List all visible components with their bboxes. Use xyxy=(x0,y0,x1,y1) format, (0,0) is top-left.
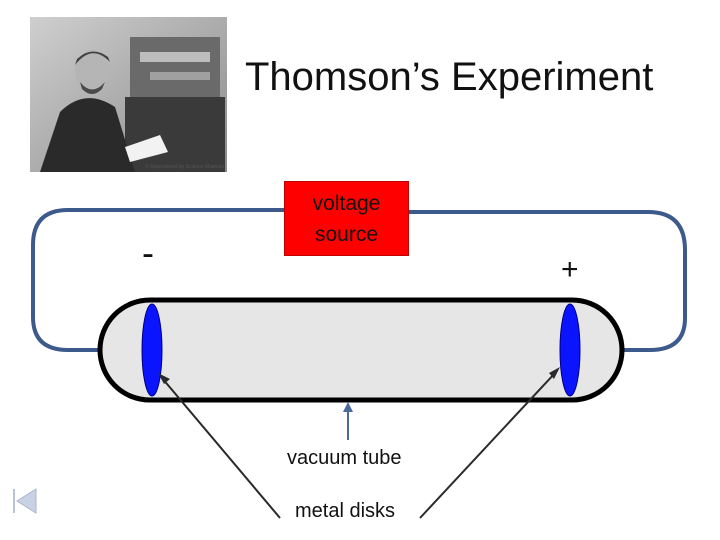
voltage-source-line-2: source xyxy=(315,219,378,250)
metal-disks-label: metal disks xyxy=(295,500,395,523)
negative-terminal-label: - xyxy=(142,232,154,274)
left-metal-disk xyxy=(142,304,162,396)
vacuum-tube-label: vacuum tube xyxy=(287,447,402,470)
right-metal-disk xyxy=(560,304,580,396)
voltage-source-line-1: voltage xyxy=(313,188,381,219)
positive-terminal-label: + xyxy=(561,253,579,287)
skip-back-icon[interactable] xyxy=(12,487,38,515)
tube-pointer-head xyxy=(343,402,353,412)
voltage-source: voltage source xyxy=(284,181,409,256)
